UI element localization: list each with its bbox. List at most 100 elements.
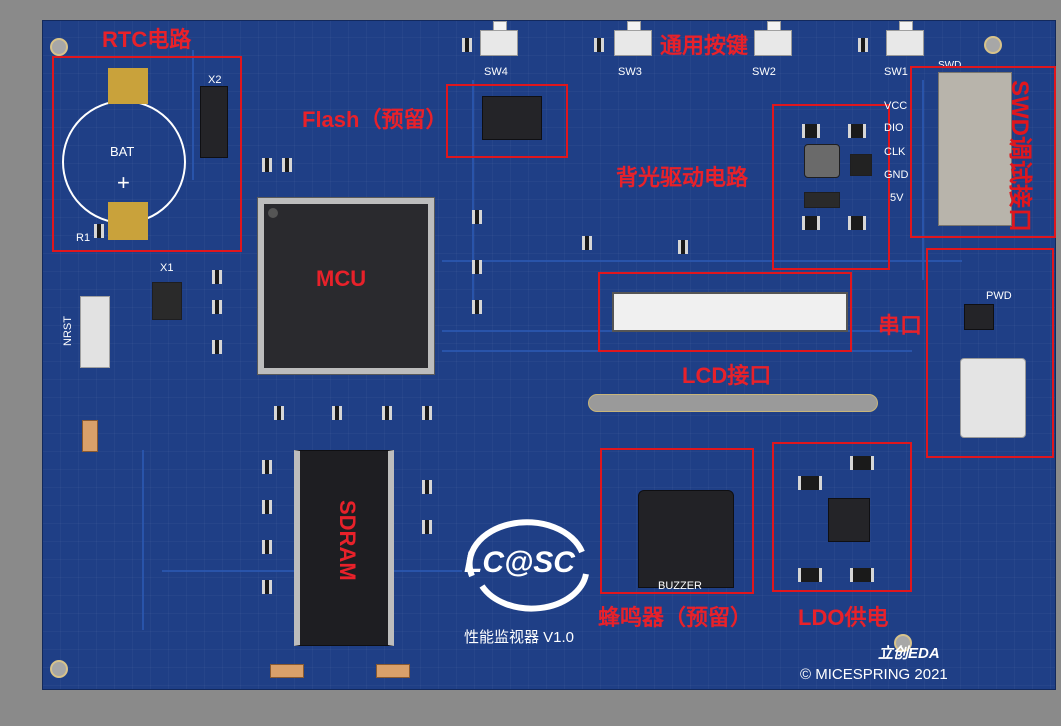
led [82, 420, 98, 452]
capacitor [262, 460, 272, 474]
capacitor [262, 580, 272, 594]
mounting-hole-bottom-left [50, 660, 68, 678]
lcsc-logo-arcs [466, 519, 589, 612]
capacitor [462, 38, 472, 52]
mounting-hole-top-left [50, 38, 68, 56]
lcd-connector[interactable] [612, 292, 848, 332]
trace [472, 80, 474, 300]
led [376, 664, 410, 678]
nrst-button[interactable] [80, 296, 110, 368]
x1-label: X1 [160, 262, 174, 274]
sw3-button[interactable] [614, 21, 652, 56]
pwd-label: PWD [986, 290, 1012, 302]
x2-crystal [200, 86, 228, 158]
sw1-button[interactable] [886, 21, 924, 56]
sw2-button[interactable] [754, 21, 792, 56]
capacitor [262, 540, 272, 554]
battery-pad-bottom [108, 202, 148, 240]
capacitor [850, 456, 874, 470]
diode [804, 192, 840, 208]
rtc-box [52, 56, 242, 252]
capacitor [798, 476, 822, 490]
sw1-label: SW1 [884, 66, 908, 78]
sw4-button[interactable] [480, 21, 518, 56]
swd-connector[interactable] [938, 72, 1012, 226]
lcsc-logo: LC@SC [462, 516, 592, 614]
capacitor [212, 340, 222, 354]
capacitor [850, 568, 874, 582]
capacitor [282, 158, 292, 172]
flash-annotation: Flash（预留） [302, 107, 448, 132]
swd-box [910, 66, 1056, 238]
sw2-label: SW2 [752, 66, 776, 78]
capacitor [858, 38, 868, 52]
product-label: 性能监视器 V1.0 [464, 629, 575, 646]
capacitor [212, 270, 222, 284]
backlight-annotation: 背光驱动电路 [616, 165, 749, 190]
buzzer-box [600, 448, 754, 594]
eda-logo: 立创EDA [878, 645, 940, 662]
battery-pad-top [108, 68, 148, 104]
backlight-box [772, 104, 890, 270]
uart-box [926, 248, 1054, 458]
capacitor [848, 216, 866, 230]
swd-5v-label: 5V [890, 192, 904, 204]
capacitor [678, 240, 688, 254]
capacitor [802, 216, 820, 230]
x1-crystal [152, 282, 182, 320]
lcd-box [598, 272, 852, 352]
sw4-label: SW4 [484, 66, 508, 78]
mounting-hole-top-right [984, 36, 1002, 54]
pcb-board: BAT + X2 R1 X1 NRST MCU SDRAM Flash（预留） [42, 20, 1056, 690]
buzzer [638, 490, 734, 588]
swd-vcc-label: VCC [884, 100, 908, 112]
mcu-pin1-dot [268, 208, 278, 218]
buttons-annotation: 通用按键 [660, 33, 749, 58]
buzzer-annotation: 蜂鸣器（预留） [598, 605, 753, 630]
board-slot [588, 394, 878, 412]
lcd-annotation: LCD接口 [682, 363, 772, 388]
backlight-ic [850, 154, 872, 176]
capacitor [472, 300, 482, 314]
capacitor [422, 480, 432, 494]
mcu-annotation: MCU [316, 266, 367, 291]
capacitor [798, 568, 822, 582]
sdram-chip [294, 450, 394, 646]
battery-plus-mark: + [117, 170, 130, 195]
swd-gnd-label: GND [884, 169, 909, 181]
capacitor [262, 158, 272, 172]
trace [922, 80, 924, 280]
buzzer-label: BUZZER [658, 580, 702, 592]
mounting-hole-bottom-mid [894, 634, 912, 652]
flash-box [446, 84, 568, 158]
swd-clk-label: CLK [884, 146, 906, 158]
logo-text: LC@SC [464, 546, 575, 579]
swd-annotation: SWD调试接口 [1006, 80, 1033, 232]
bat-label: BAT [110, 144, 135, 159]
capacitor [472, 210, 482, 224]
capacitor [582, 236, 592, 250]
uart-annotation: 串口 [878, 313, 923, 338]
trace [142, 450, 144, 630]
rtc-annotation: RTC电路 [102, 27, 192, 52]
nrst-label: NRST [62, 316, 74, 346]
x2-label: X2 [208, 74, 222, 86]
sw3-label: SW3 [618, 66, 642, 78]
capacitor [848, 124, 866, 138]
resistor-r1 [94, 224, 104, 238]
ldo-annotation: LDO供电 [798, 605, 889, 630]
swd-dio-label: DIO [884, 122, 904, 134]
trace [192, 50, 194, 180]
capacitor [472, 260, 482, 274]
flash-chip [482, 96, 542, 140]
uart-ic [964, 304, 994, 330]
capacitor [594, 38, 604, 52]
trace [442, 260, 962, 262]
sdram-annotation: SDRAM [335, 500, 360, 581]
usb-c-connector[interactable] [960, 358, 1026, 438]
mcu-chip [257, 197, 435, 375]
swd-label: SWD [938, 60, 962, 71]
led [270, 664, 304, 678]
capacitor [274, 406, 284, 420]
capacitor [212, 300, 222, 314]
